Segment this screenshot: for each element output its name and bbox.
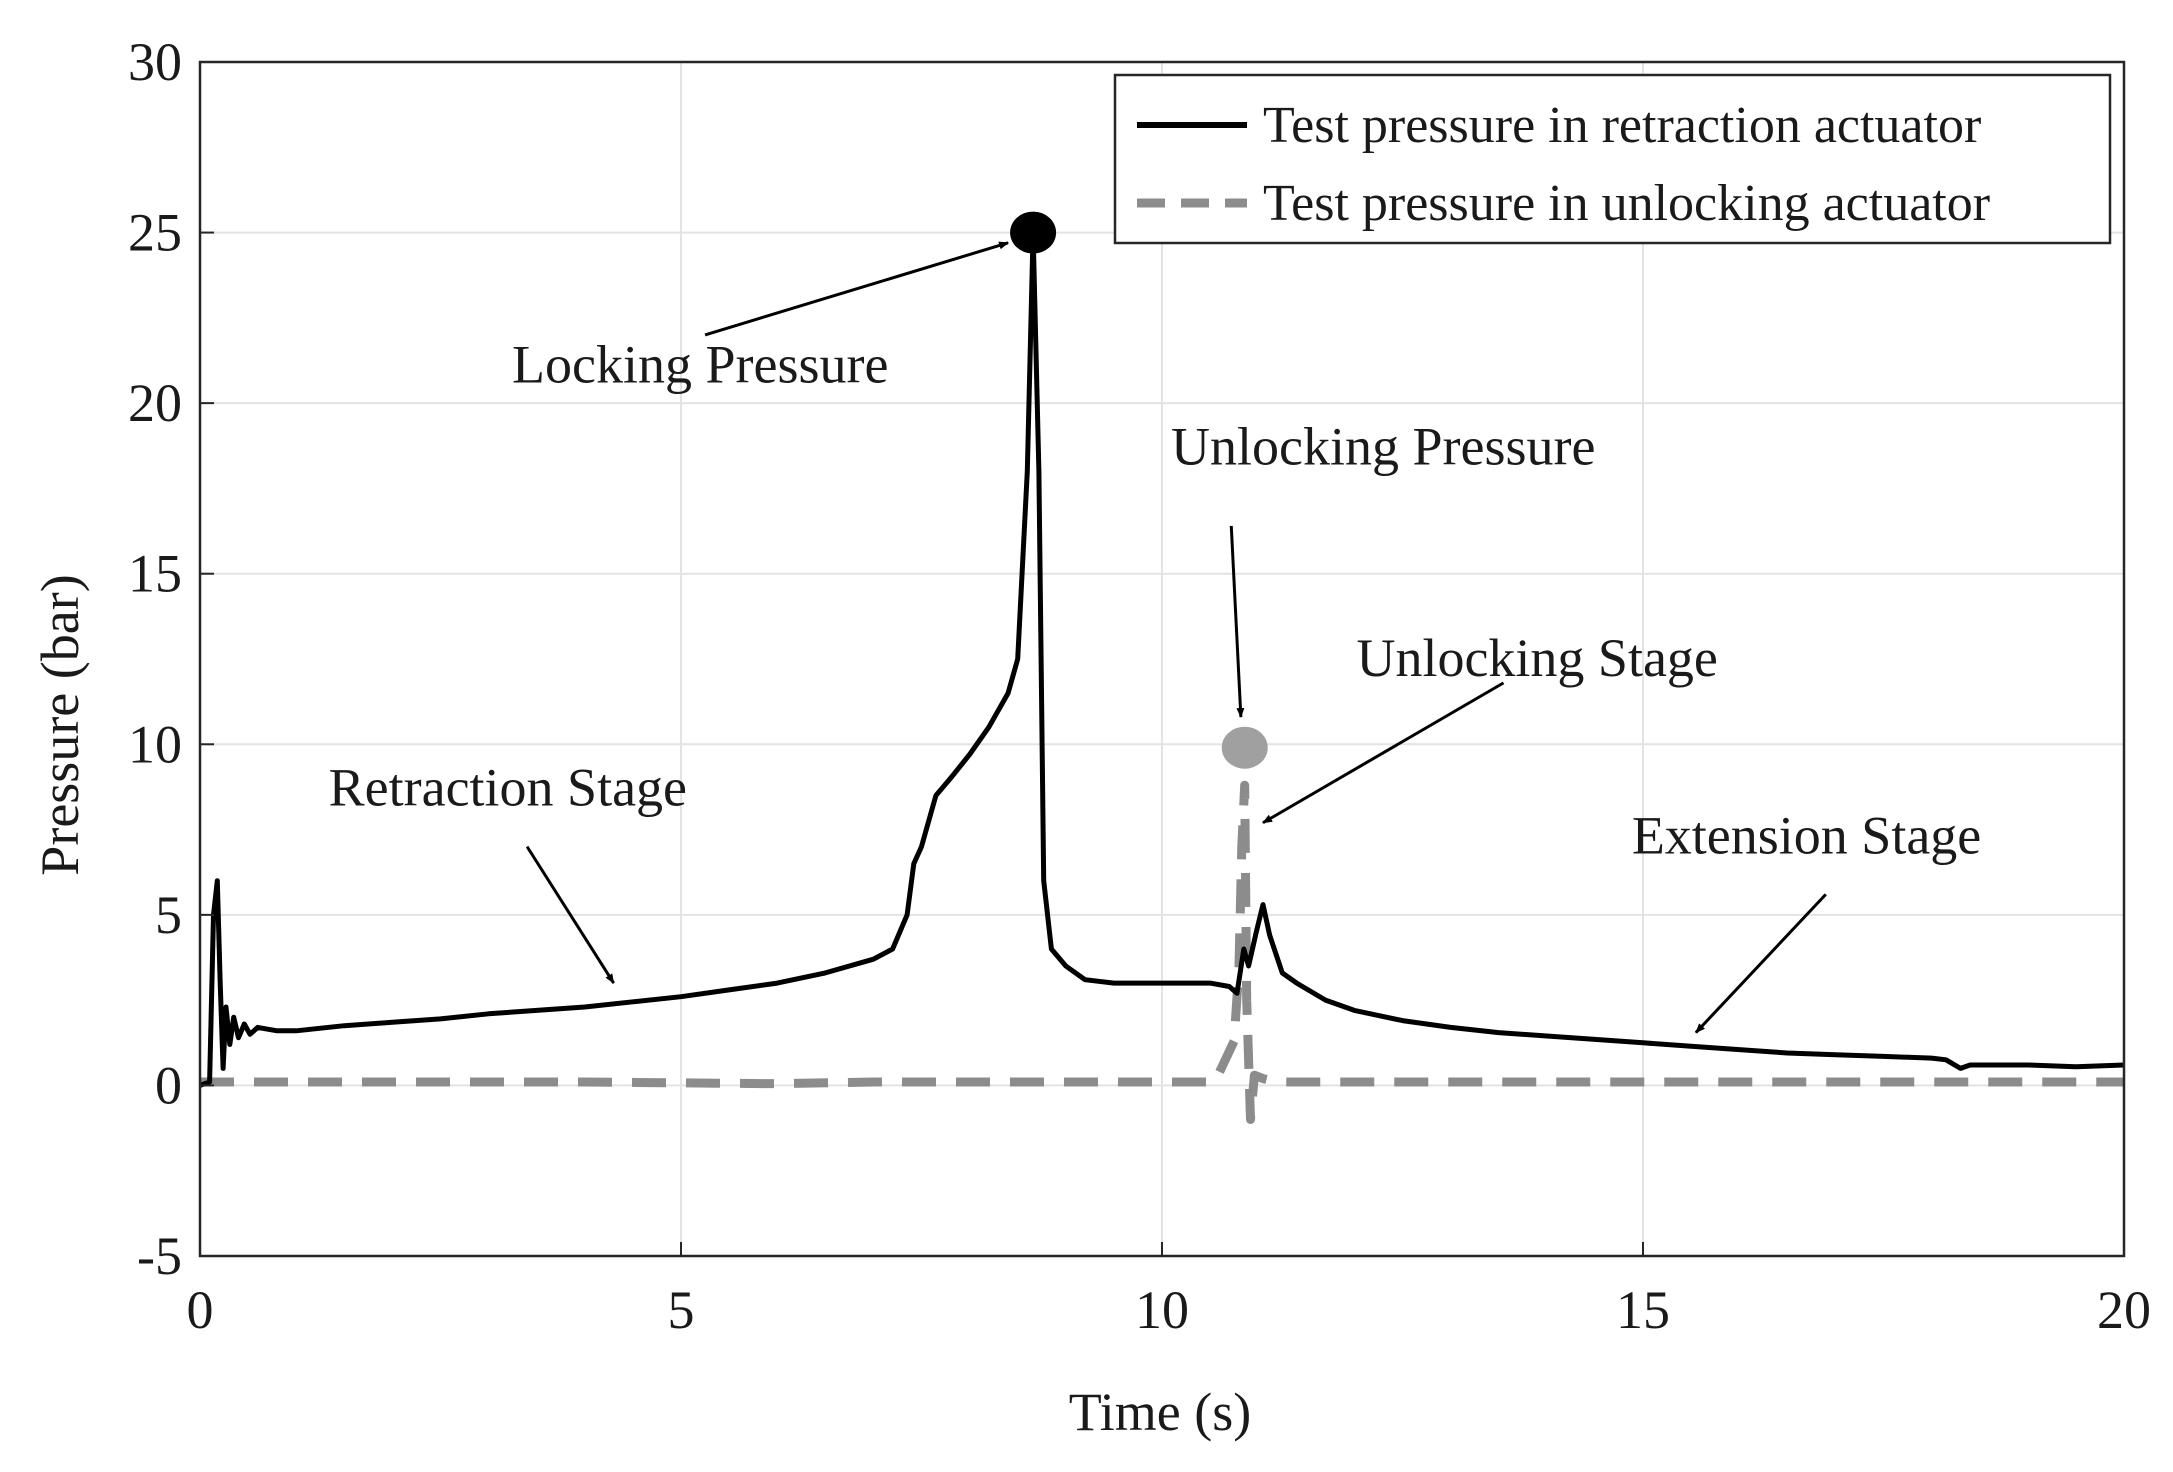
x-tick-label: 0	[187, 1280, 214, 1340]
annotation-label: Unlocking Pressure	[1171, 417, 1595, 477]
y-tick-label: 0	[155, 1055, 182, 1115]
annotation-label: Extension Stage	[1632, 805, 1981, 865]
series-layer	[199, 211, 2125, 1124]
x-tick-label: 20	[2097, 1280, 2151, 1340]
locking-pressure-marker	[1010, 211, 1057, 254]
x-tick-label: 5	[668, 1280, 695, 1340]
x-tick-label: 10	[1135, 1280, 1189, 1340]
annotation-label: Locking Pressure	[512, 335, 888, 395]
annotation-label: Retraction Stage	[329, 758, 687, 818]
y-tick-label: 15	[128, 544, 182, 604]
legend-box	[1113, 73, 2112, 245]
y-tick-label: 25	[128, 203, 182, 263]
annotation-arrow	[1229, 525, 1245, 718]
annotation-label: Unlocking Stage	[1356, 628, 1717, 688]
y-tick-label: 10	[128, 714, 182, 774]
legend-entry: Test pressure in retraction actuator	[1263, 97, 1981, 154]
y-tick-label: -5	[137, 1226, 182, 1286]
annotation-arrow	[1694, 893, 1827, 1034]
annotation-arrow	[1262, 681, 1505, 825]
unlocking-pressure-marker	[1221, 726, 1268, 769]
annotation-arrow	[704, 241, 1010, 337]
annotation-arrow	[525, 845, 615, 984]
legend: Test pressure in retraction actuatorTest…	[1113, 73, 2112, 245]
y-tick-label: 20	[128, 373, 182, 433]
y-tick-label: 5	[155, 885, 182, 945]
series-line-retraction-actuator	[199, 230, 2125, 1088]
y-tick-label: 30	[128, 32, 182, 92]
legend-entry: Test pressure in unlocking actuator	[1263, 175, 1990, 232]
x-axis-title: Time (s)	[1069, 1382, 1252, 1442]
y-axis-title: Pressure (bar)	[30, 574, 90, 875]
x-tick-label: 15	[1616, 1280, 1670, 1340]
